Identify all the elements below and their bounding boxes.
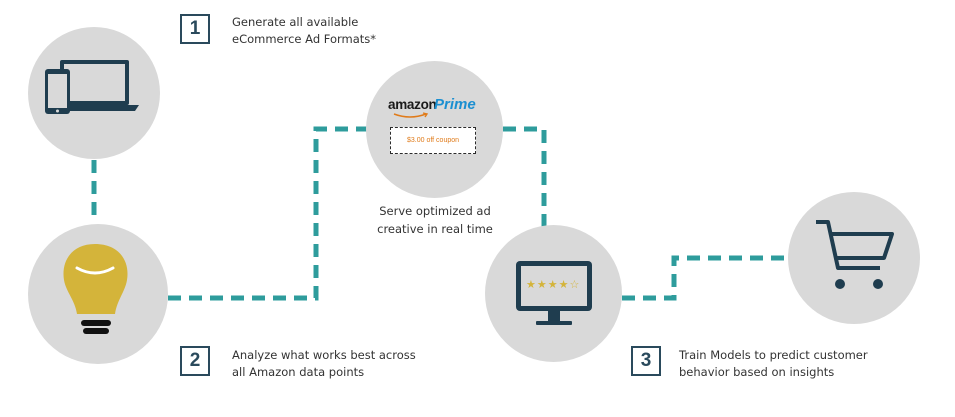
lightbulb-circle xyxy=(28,224,168,364)
step-3-line-1: Train Models to predict customer xyxy=(679,348,868,362)
serve-caption-line-2: creative in real time xyxy=(377,222,493,236)
amazon-smile-icon xyxy=(393,112,429,118)
rating-stars: ★★★★☆ xyxy=(526,278,581,291)
serve-caption: Serve optimized ad creative in real time xyxy=(368,202,502,238)
step-1-badge: 1 xyxy=(180,14,210,44)
connector-monitor-to-cart xyxy=(622,255,788,301)
step-1-line-1: Generate all available xyxy=(232,15,359,29)
devices-icon xyxy=(45,60,139,114)
step-1-line-2: eCommerce Ad Formats* xyxy=(232,32,377,46)
step-3-badge: 3 xyxy=(631,346,661,376)
connector-bulb-to-ad xyxy=(168,126,368,301)
step-2-line-1: Analyze what works best across xyxy=(232,348,416,362)
cart-circle xyxy=(788,192,920,324)
monitor-rating-icon xyxy=(516,261,592,325)
step-2-line-2: all Amazon data points xyxy=(232,365,365,379)
devices-circle xyxy=(28,27,160,159)
connector-ad-to-monitor xyxy=(503,126,547,228)
amazon-logo-text: amazon xyxy=(388,97,437,112)
coupon-badge: $3.00 off coupon xyxy=(390,127,476,154)
prime-logo-text: Prime xyxy=(434,96,476,113)
lightbulb-icon xyxy=(63,244,128,334)
step-1-text: Generate all available eCommerce Ad Form… xyxy=(232,14,376,48)
serve-caption-line-1: Serve optimized ad xyxy=(379,204,491,218)
monitor-circle xyxy=(485,225,622,362)
step-2-text: Analyze what works best across all Amazo… xyxy=(232,347,416,381)
step-3-text: Train Models to predict customer behavio… xyxy=(679,347,868,381)
shopping-cart-icon xyxy=(816,220,894,289)
step-3-line-2: behavior based on insights xyxy=(679,365,835,379)
step-2-badge: 2 xyxy=(180,346,210,376)
